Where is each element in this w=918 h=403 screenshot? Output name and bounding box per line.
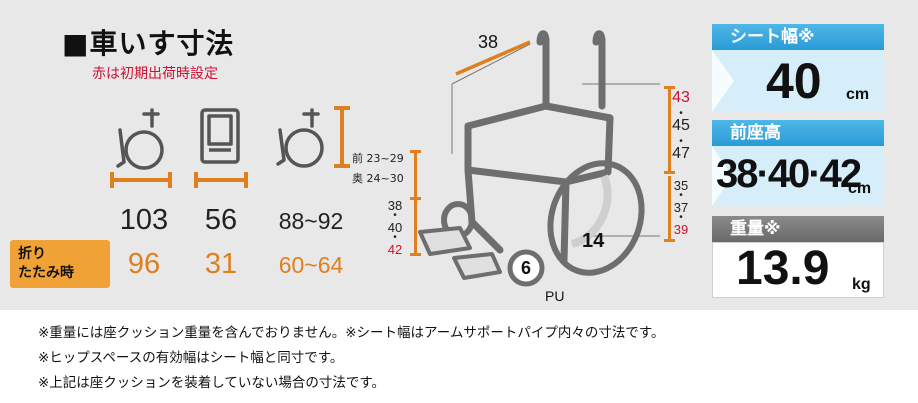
seat-height-left-dot-1: • (393, 210, 397, 221)
tire-type-label: PU (545, 288, 565, 304)
width-value: 56 (204, 204, 238, 236)
seat-depth-front-label: 前 23~29 (352, 152, 404, 165)
folded-width-value: 31 (204, 248, 238, 280)
seat-height-right-2: 37 (673, 200, 689, 215)
back-height-dot-2: • (679, 136, 683, 147)
measure-bars (410, 86, 675, 256)
seat-width-value: 40 (766, 53, 822, 109)
folded-label-line2: たたみ時 (18, 265, 74, 281)
front-seat-height-header: 前座高 (712, 120, 884, 146)
weight-header: 重量※ (712, 216, 884, 242)
front-seat-height-box (712, 146, 884, 206)
weight-unit: kg (852, 276, 871, 293)
wheelchair-diagram (418, 30, 660, 287)
back-height-1: 43 (672, 89, 690, 106)
side-view-icon (110, 108, 172, 188)
seat-depth-back-label: 奥 24~30 (352, 172, 404, 185)
rear-wheel-size-label: 14 (582, 230, 605, 252)
front-seat-height-arrow (712, 146, 732, 206)
folded-length-value: 96 (127, 248, 161, 280)
seat-width-box (712, 50, 884, 112)
armrest-length-label: 38 (478, 32, 499, 52)
note-1: ※重量には座クッション重量を含んでおりません。※シート幅はアームサポートパイプ内… (38, 325, 665, 341)
seat-height-right-3: 39 (673, 222, 689, 237)
seat-width-header: シート幅※ (712, 24, 884, 50)
seat-height-left-dot-2: • (393, 232, 397, 243)
folded-label-line1: 折り (18, 246, 46, 262)
seat-height-left-2: 40 (387, 220, 403, 235)
front-seat-height-unit: cm (848, 180, 872, 197)
seat-height-right-dot-2: • (679, 212, 683, 223)
weight-value: 13.9 (736, 242, 830, 295)
back-height-dot-1: • (679, 108, 683, 119)
back-height-3: 47 (672, 145, 690, 162)
seat-height-left-1: 38 (387, 198, 403, 213)
seat-height-left-3: 42 (387, 242, 403, 257)
front-seat-height-value: 38·40·42 (716, 152, 862, 196)
seat-width-arrow (712, 50, 734, 112)
note-2: ※ヒップスペースの有効幅はシート幅と同寸です。 (38, 350, 344, 366)
front-caster-size-label: 6 (520, 258, 531, 278)
height-view-icon (276, 106, 350, 168)
front-view-icon (194, 108, 248, 188)
weight-box (712, 242, 884, 298)
seat-height-right-dot-1: • (679, 190, 683, 201)
back-height-2: 45 (672, 117, 690, 134)
folded-height-value: 60~64 (278, 252, 344, 278)
seat-width-unit: cm (846, 86, 870, 103)
length-value: 103 (119, 204, 169, 236)
page-title: ■車いす寸法 (62, 27, 235, 60)
height-value: 88~92 (278, 208, 344, 234)
subtitle: 赤は初期出荷時設定 (92, 66, 218, 82)
folded-badge: 折り たたみ時 (10, 240, 110, 288)
note-3: ※上記は座クッションを装着していない場合の寸法です。 (38, 375, 386, 391)
seat-height-right-1: 35 (673, 178, 689, 193)
